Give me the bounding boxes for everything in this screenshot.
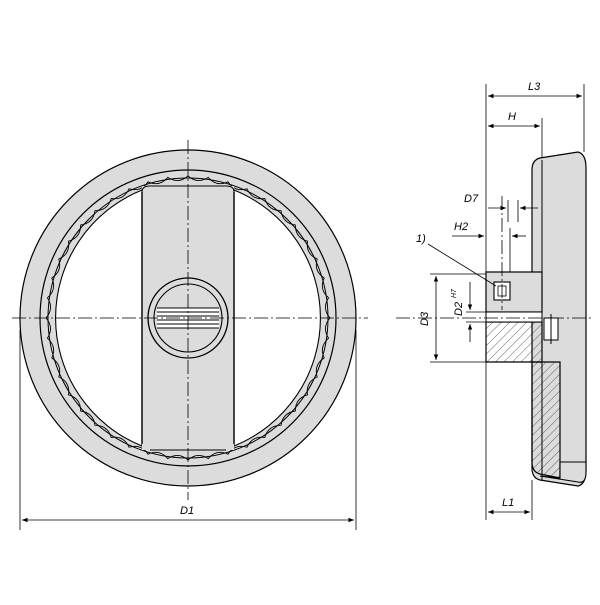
note-label: 1) (416, 233, 426, 245)
left-window (55, 189, 143, 447)
l1-label: L1 (502, 497, 514, 509)
h2-label: H2 (454, 221, 468, 233)
spoke-section-hatched (531, 361, 561, 479)
h-label: H (508, 111, 516, 123)
d7-label: D7 (464, 193, 479, 205)
d1-label: D1 (180, 505, 194, 517)
note-leader (427, 243, 497, 287)
l3-label: L3 (528, 81, 541, 93)
hub-section-hatched (485, 321, 543, 363)
d2-label: D2 (453, 302, 465, 316)
d3-label: D3 (419, 311, 431, 326)
side-view: L3 H D7 H2 1) D3 D2 H7 L1 (396, 81, 592, 520)
bore (485, 311, 543, 323)
d2-tolerance: H7 (451, 288, 458, 298)
front-view: D1 (12, 140, 368, 530)
